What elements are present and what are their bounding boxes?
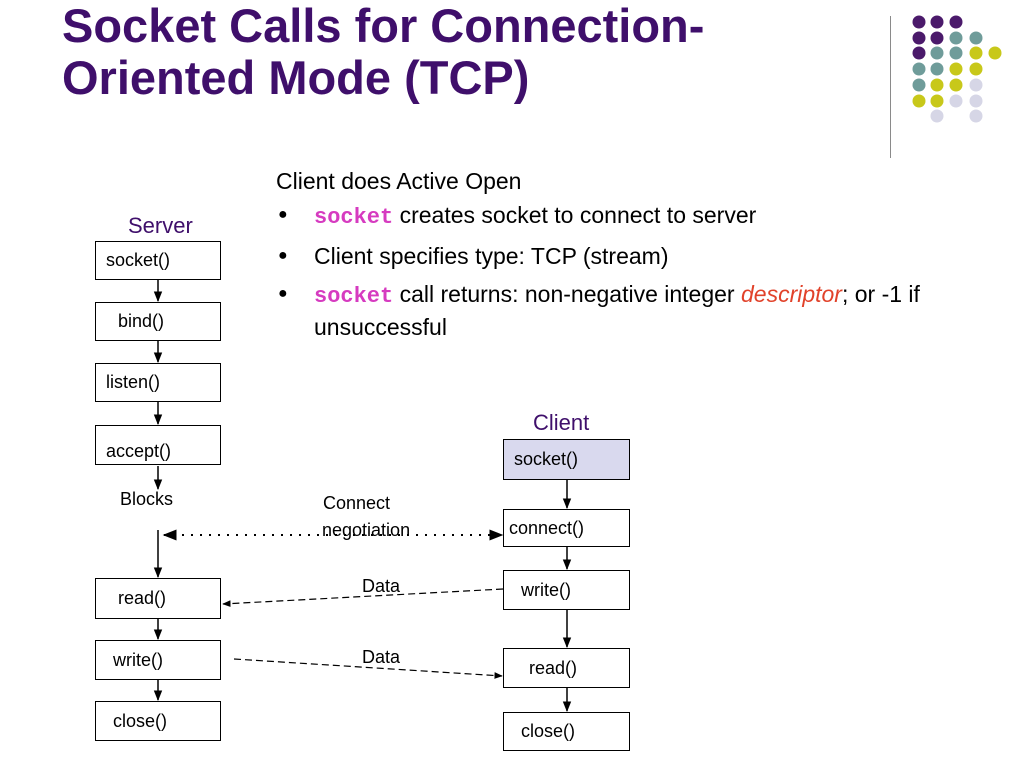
decorative-dot (930, 15, 944, 29)
client-close-box: close() (503, 712, 630, 751)
decorative-dot (930, 78, 944, 92)
decorative-dot (969, 109, 983, 123)
client-write-box: write() (503, 570, 630, 610)
client-socket-box: socket() (503, 439, 630, 480)
client-read-box: read() (503, 648, 630, 688)
data-label-to-client: Data (362, 647, 401, 667)
server-heading: Server (128, 213, 193, 238)
decorative-dot (912, 94, 926, 108)
decorative-dot (949, 62, 963, 76)
code-keyword: socket (314, 205, 394, 230)
bullet-list: Client does Active Open ● socket creates… (276, 166, 1016, 350)
bullet-text: Client specifies type: TCP (stream) (314, 243, 669, 269)
decorative-dot (930, 109, 944, 123)
decorative-dot (912, 31, 926, 45)
bullet-dot-icon: ● (278, 285, 288, 302)
code-keyword: socket (314, 284, 394, 309)
decorative-dot (912, 46, 926, 60)
intro-text: Client does Active Open (276, 168, 522, 194)
page-title: Socket Calls for Connection-Oriented Mod… (62, 0, 705, 104)
decorative-dot (930, 46, 944, 60)
decorative-dot (969, 94, 983, 108)
client-connect-box: connect() (503, 509, 630, 547)
server-socket-box: socket() (95, 241, 221, 280)
decorative-dot (969, 31, 983, 45)
decorative-dot (969, 46, 983, 60)
decorative-dot (969, 78, 983, 92)
decorative-dot (949, 46, 963, 60)
server-bind-box: bind() (95, 302, 221, 341)
server-accept-box: accept() (95, 425, 221, 465)
data-arrow-to-server (222, 588, 504, 607)
bullet-text: ; or -1 if unsuccessful (314, 281, 920, 340)
blocks-label: Blocks (120, 489, 174, 509)
decorative-dot (949, 31, 963, 45)
decorative-dot (912, 15, 926, 29)
bullet-text: creates socket to connect to server (393, 202, 757, 228)
bullet-item: ● socket creates socket to connect to se… (276, 200, 1016, 233)
data-arrow-to-client (233, 658, 503, 679)
bullet-item: ● socket call returns: non-negative inte… (276, 279, 1016, 342)
decorative-dot (988, 46, 1002, 60)
server-listen-box: listen() (95, 363, 221, 402)
decorative-dot (912, 62, 926, 76)
connect-label: Connect (323, 493, 391, 513)
bullet-text: call returns: non-negative integer (393, 281, 741, 307)
server-write-box: write() (95, 640, 221, 680)
negotiation-label: negotiation (322, 520, 411, 540)
decorative-dot (949, 15, 963, 29)
decorative-dot (930, 62, 944, 76)
decorative-dot (912, 78, 926, 92)
decorative-dot (969, 62, 983, 76)
emphasis-text: descriptor (740, 281, 842, 307)
decorative-dot (949, 78, 963, 92)
server-read-box: read() (95, 578, 221, 619)
bullet-dot-icon: ● (278, 206, 288, 223)
decorative-dot-grid (912, 15, 1002, 123)
client-heading: Client (533, 410, 590, 435)
decorative-dot (930, 94, 944, 108)
data-label-to-server: Data (362, 576, 401, 596)
server-close-box: close() (95, 701, 221, 741)
bullet-dot-icon: ● (278, 247, 288, 264)
decorative-dot (930, 31, 944, 45)
decorative-dot (949, 94, 963, 108)
title-divider (890, 16, 891, 158)
bullet-item: ● Client specifies type: TCP (stream) (276, 241, 1016, 271)
